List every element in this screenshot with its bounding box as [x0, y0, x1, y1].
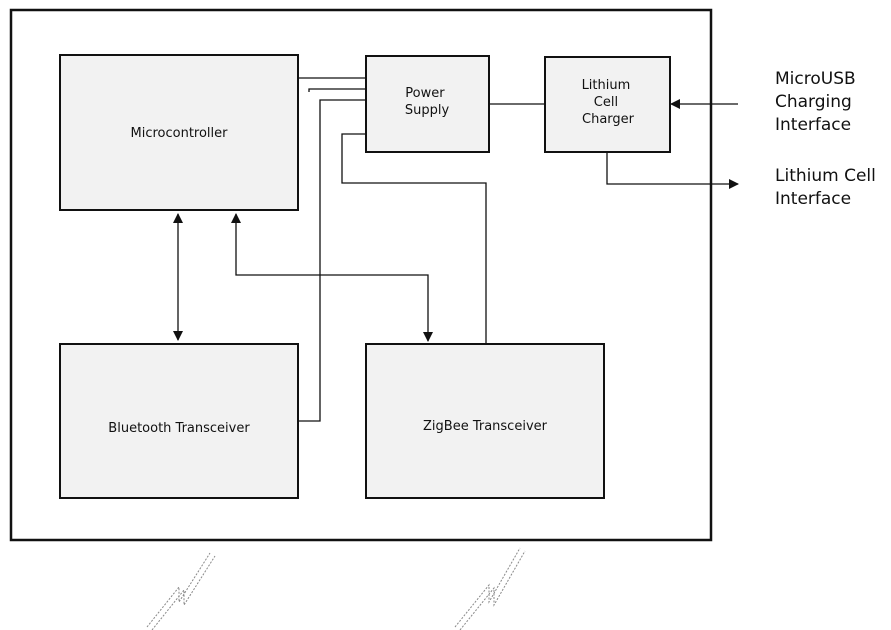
power-supply-label: Power Supply	[405, 86, 450, 118]
zigbee-antenna-icon	[454, 547, 526, 630]
wire-power-mcu-2	[308, 88, 366, 92]
zigbee-label: ZigBee Transceiver	[423, 419, 548, 434]
wire-power-bluetooth	[298, 99, 366, 422]
block-bluetooth-transceiver: Bluetooth Transceiver	[59, 343, 299, 499]
block-zigbee-transceiver: ZigBee Transceiver	[365, 343, 605, 499]
charger-label: Lithium Cell Charger	[582, 78, 635, 127]
device-enclosure	[9, 8, 713, 542]
bluetooth-antenna-icon	[146, 552, 216, 630]
wiring	[173, 77, 739, 422]
block-microcontroller: Microcontroller	[59, 54, 299, 211]
microcontroller-label: Microcontroller	[130, 126, 228, 141]
wire-lithium-cell	[606, 152, 739, 189]
lithium-cell-interface-label: Lithium Cell Interface	[775, 166, 881, 209]
arrow-mcu-zigbee	[231, 213, 433, 342]
microusb-interface-label: MicroUSB Charging Interface	[775, 69, 861, 135]
bluetooth-label: Bluetooth Transceiver	[108, 421, 250, 436]
block-power-supply: Power Supply	[365, 55, 490, 153]
wire-power-zigbee	[341, 133, 487, 344]
block-lithium-cell-charger: Lithium Cell Charger	[544, 56, 671, 153]
